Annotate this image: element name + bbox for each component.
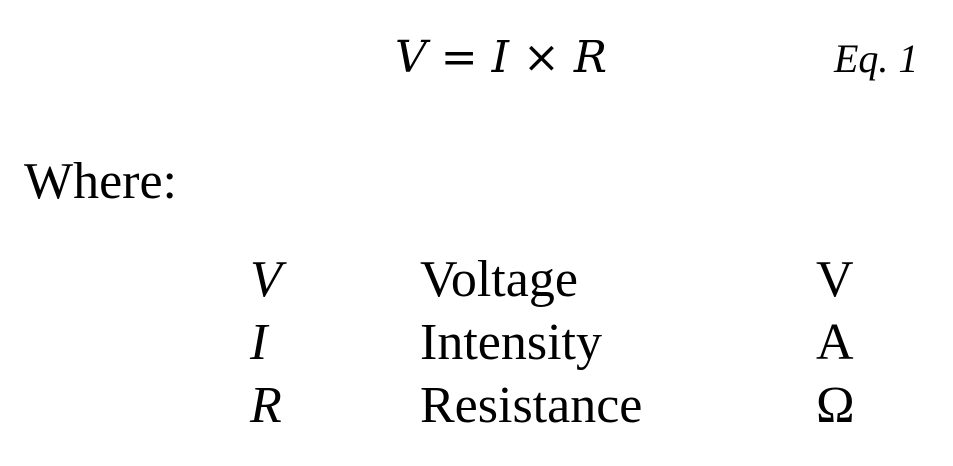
definition-name: Intensity bbox=[420, 314, 602, 371]
ohms-law-equation: V = I × R bbox=[395, 28, 607, 88]
equation-term-resistance: R bbox=[573, 32, 608, 83]
definition-unit: Ω bbox=[816, 377, 855, 434]
definition-symbol: R bbox=[250, 377, 282, 434]
definition-name: Voltage bbox=[420, 251, 578, 308]
multiply-sign: × bbox=[523, 32, 560, 83]
equation-term-intensity: I bbox=[491, 32, 510, 83]
definition-symbol: V bbox=[250, 251, 282, 308]
equation-number-label: Eq. 1 bbox=[834, 36, 919, 81]
definition-unit: V bbox=[816, 251, 854, 308]
where-heading: Where: bbox=[24, 153, 178, 210]
definition-unit: A bbox=[816, 314, 854, 371]
definition-name: Resistance bbox=[420, 377, 643, 434]
equals-sign: = bbox=[440, 32, 478, 83]
equation-lhs-voltage: V bbox=[395, 32, 427, 83]
definition-symbol: I bbox=[250, 314, 268, 371]
